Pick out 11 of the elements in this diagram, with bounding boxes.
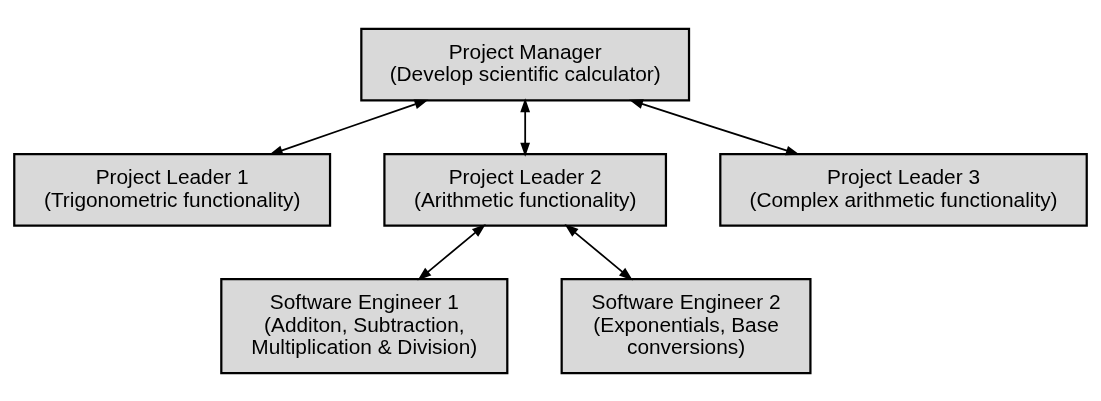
node-box: Project Leader 3 (Complex arithmetic functionality) — [719, 152, 1088, 227]
arrow — [564, 223, 633, 281]
arrow — [629, 98, 800, 155]
node-box: Project Leader 2 (Arithmetic functionality) — [383, 152, 668, 227]
node-box: Project Manager (Develop scientific calculator) — [360, 27, 691, 102]
arrow — [268, 99, 429, 155]
node-box: Software Engineer 2 (Exponentials, Base conversions) — [560, 277, 812, 374]
arrow — [417, 223, 486, 281]
node-box: Project Leader 1 (Trigonometric functionality) — [13, 152, 332, 227]
arrow — [520, 97, 531, 157]
node-box: Software Engineer 1 (Additon, Subtraction, Multiplication & Division) — [220, 277, 509, 374]
